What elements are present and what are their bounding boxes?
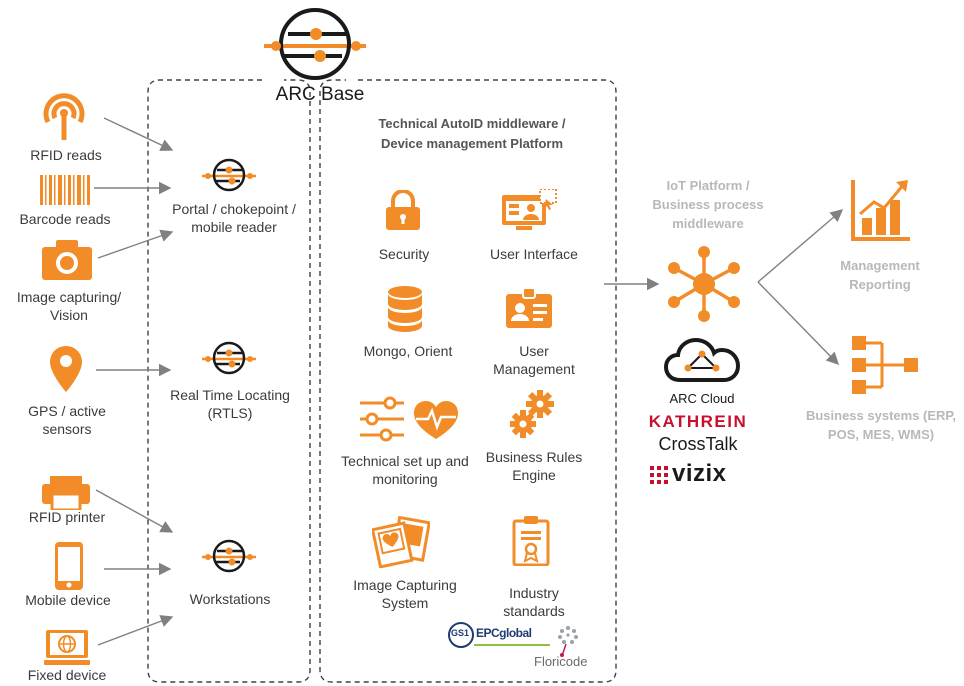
source-label-mobile-device: Mobile device: [25, 592, 111, 608]
hub-network-icon: [668, 246, 740, 322]
vizix-dots-icon: [650, 466, 668, 484]
iot-platform-title: IoT Platform / Business process middlewa…: [652, 178, 764, 231]
gears-icon: [510, 390, 554, 438]
node-workstations-icon: [202, 539, 256, 573]
node-portal-icon: [202, 158, 256, 192]
floricode-logo-text: Floricode: [534, 654, 588, 669]
arc-base-node-icon: [264, 8, 366, 80]
printer-icon: [42, 476, 90, 510]
rfid-antenna-icon: [43, 93, 85, 140]
vendor-kathrein: KATHREIN: [648, 412, 748, 431]
arc-base-left-frame: [147, 79, 311, 683]
id-card-icon: [506, 288, 552, 328]
module-label-industry-standards: Industry standards: [503, 585, 565, 619]
vendor-crosstalk: CrossTalk: [658, 434, 738, 454]
arrow-printer-to-workstations: [95, 489, 174, 533]
database-icon: [388, 286, 422, 332]
node-label-rtls: Real Time Locating (RTLS): [170, 387, 290, 421]
hierarchy-icon: [852, 336, 918, 394]
source-label-gps: GPS / active sensors: [28, 403, 106, 437]
source-label-rfid-reads: RFID reads: [30, 147, 102, 163]
standards-underline: [474, 644, 550, 646]
certificate-icon: [512, 516, 550, 566]
output-label-management-reporting: Management Reporting: [840, 258, 920, 292]
module-label-business-rules: Business Rules Engine: [485, 449, 583, 483]
arc-base-title: ARC Base: [275, 84, 365, 105]
arc-cloud-icon: [664, 337, 740, 382]
photos-icon: [372, 516, 430, 568]
standards-logos: GS1 EPCglobal Floricode: [448, 622, 588, 678]
arrow-rfid-to-portal: [103, 117, 174, 151]
source-label-fixed-device: Fixed device: [27, 667, 107, 683]
module-label-mongo-orient: Mongo, Orient: [363, 343, 453, 359]
barcode-icon: [40, 175, 90, 205]
source-label-rfid-printer: RFID printer: [28, 509, 106, 525]
camera-icon: [42, 240, 92, 280]
mobile-icon: [55, 542, 83, 590]
gs1-logo-icon: [448, 622, 474, 648]
arc-base-right-frame: [319, 79, 617, 683]
lock-icon: [386, 190, 420, 230]
middleware-title: Technical AutoID middleware / Device man…: [378, 116, 566, 151]
floricode-flower-icon: [558, 626, 578, 657]
source-label-barcode-reads: Barcode reads: [19, 211, 111, 227]
node-rtls-icon: [202, 341, 256, 375]
arrow-fixed-to-workstations: [97, 615, 174, 646]
module-label-user-management: User Management: [493, 343, 575, 377]
output-label-business-systems: Business systems (ERP, POS, MES, WMS): [805, 408, 957, 442]
arrow-camera-to-portal: [97, 229, 174, 259]
sliders-heart-icon: [360, 396, 458, 442]
module-label-image-capturing-system: Image Capturing System: [353, 577, 457, 611]
module-label-technical-setup: Technical set up and monitoring: [341, 453, 469, 487]
module-label-user-interface: User Interface: [490, 246, 578, 262]
arrow-iot-to-reporting: [757, 209, 844, 283]
bar-chart-icon: [851, 180, 910, 241]
source-label-image-capturing: Image capturing/ Vision: [16, 289, 122, 323]
desktop-globe-icon: [44, 630, 90, 665]
map-pin-icon: [50, 346, 82, 392]
vendor-vizix: vizix: [672, 460, 727, 487]
epcglobal-logo-text: EPCglobal: [476, 626, 532, 640]
gs1-logo-text: GS1: [451, 628, 470, 638]
arrow-iot-to-business: [757, 281, 839, 366]
user-interface-icon: [502, 189, 557, 230]
node-label-workstations: Workstations: [189, 591, 271, 607]
node-label-portal: Portal / chokepoint / mobile reader: [172, 201, 296, 235]
arc-cloud-label: ARC Cloud: [669, 391, 735, 406]
module-label-security: Security: [378, 246, 430, 262]
